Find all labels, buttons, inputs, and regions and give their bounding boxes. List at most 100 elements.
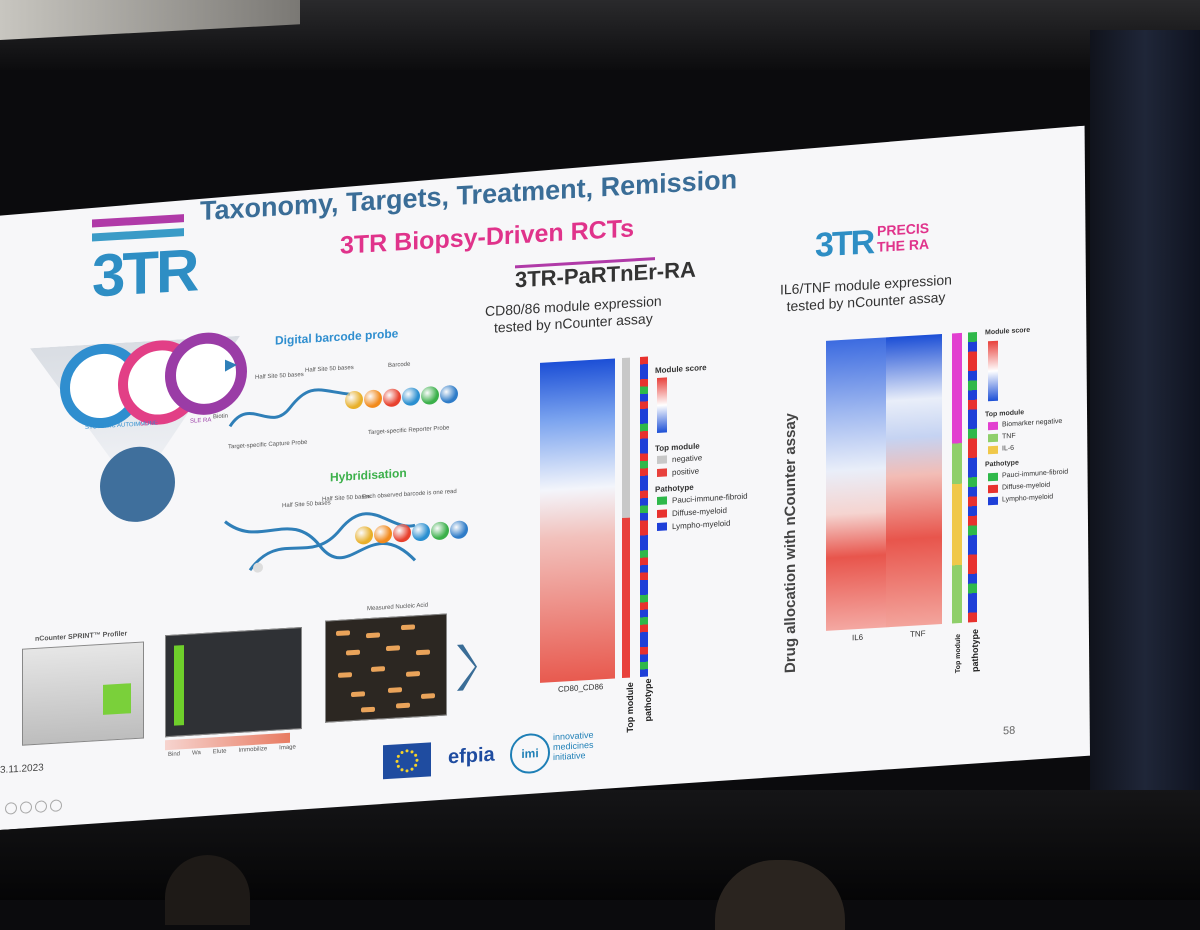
toolbar-button-icon[interactable] (20, 801, 32, 814)
profiler-label: nCounter SPRINT™ Profiler (35, 630, 128, 643)
nucleic-segment (366, 632, 380, 638)
nucleic-segment (386, 645, 400, 651)
precis-pathotype-bar (968, 332, 977, 623)
legend-heading: Module score (655, 363, 707, 376)
nucleic-acid-label: Measured Nucleic Acid (367, 602, 429, 613)
legend-heading: Module score (985, 326, 1031, 337)
legend-swatch (657, 522, 667, 531)
tnf-heatmap-column (886, 334, 942, 627)
legend-item: Diffuse-myeloid (672, 505, 727, 519)
heatmap-x-label: CD80_CD86 (558, 682, 604, 694)
stage-curtain (1090, 30, 1200, 830)
nucleic-acid-image (325, 613, 447, 722)
cartridge-image (165, 627, 302, 737)
nucleic-segment (421, 693, 435, 699)
half-site-label: Half Site 50 bases (305, 364, 354, 374)
partner-heatmap (540, 358, 615, 682)
legend-heading: Top module (655, 441, 700, 454)
column-label: Top module (625, 681, 635, 733)
flow-step: Elute (212, 748, 227, 756)
legend-swatch (657, 496, 667, 505)
precis-logo-side: PRECIS THE RA (877, 220, 929, 255)
barcode-label: Barcode (388, 361, 411, 369)
pathotype-bar (640, 357, 648, 677)
chevron-right-icon (455, 642, 477, 693)
digital-barcode-heading: Digital barcode probe (275, 326, 399, 348)
page-number: 58 (1003, 724, 1016, 738)
legend-swatch (657, 468, 667, 477)
barcode-bead (402, 387, 420, 406)
toolbar-button-icon[interactable] (35, 800, 47, 813)
flow-step: Wa (192, 750, 201, 757)
barcode-bead (374, 525, 392, 544)
legend-item: Biomarker negative (1002, 417, 1063, 429)
half-site-label: Half Site 50 bases (255, 371, 304, 381)
nucleic-segment (336, 630, 350, 636)
top-module-positive-bar (622, 518, 630, 678)
barcode-bead (440, 385, 458, 404)
legend-heading: Pathotype (985, 459, 1019, 469)
nucleic-segment (388, 687, 402, 693)
hybridisation-strands (220, 500, 420, 582)
eu-stars-icon (383, 742, 431, 779)
nucleic-segment (338, 672, 352, 678)
legend-swatch (988, 485, 998, 494)
ring-label: SLE RA (190, 417, 212, 425)
toolbar-button-icon[interactable] (5, 802, 17, 815)
barcode-bead (345, 390, 363, 409)
legend-item: Diffuse-myeloid (1002, 481, 1051, 492)
legend-swatch (988, 446, 998, 455)
slide-title: Taxonomy, Targets, Treatment, Remission (200, 164, 738, 227)
arrow-right-icon (225, 359, 237, 372)
precis-top-module-bar (952, 333, 962, 624)
column-label: pathotype (643, 678, 653, 722)
precis-heatmap-title: IL6/TNF module expression tested by nCou… (780, 271, 952, 315)
slide-subtitle: 3TR Biopsy-Driven RCTs (340, 214, 635, 260)
hybridisation-heading: Hybridisation (330, 465, 407, 485)
legend-heading: Pathotype (655, 482, 694, 495)
nucleic-segment (416, 649, 430, 655)
flow-step: Bind (168, 751, 181, 759)
barcode-bead (421, 386, 439, 405)
slide-date: 3.11.2023 (0, 762, 44, 776)
legend-swatch (988, 434, 998, 443)
nucleic-segment (371, 666, 385, 672)
nucleic-segment (351, 691, 365, 697)
toolbar-button-icon[interactable] (50, 799, 62, 812)
logo-text: 3TR (92, 236, 197, 310)
instrument-screen (103, 683, 131, 715)
heatmap-x-label: IL6 (852, 632, 864, 643)
top-module-negative-bar (622, 358, 630, 518)
nucleic-segment (346, 650, 360, 656)
barcode-bead (412, 522, 430, 541)
legend-swatch (988, 497, 998, 506)
barcode-bead (383, 388, 401, 407)
precis-y-axis-label: Drug allocation with nCounter assay (782, 412, 799, 674)
column-label: Top module (955, 633, 962, 674)
partner-heatmap-title: CD80/86 module expression tested by nCou… (485, 293, 662, 337)
barcode-bead (450, 520, 468, 539)
logo-bar (92, 214, 184, 227)
logo-line: THE RA (877, 235, 930, 255)
precis-logo-text: 3TR (815, 223, 874, 265)
ceiling (0, 0, 1200, 70)
legend-item: positive (672, 466, 700, 478)
reporter-probe-label: Target-specific Reporter Probe (368, 425, 450, 437)
ceiling-light (0, 0, 300, 41)
imi-logo: imi (510, 732, 550, 774)
flow-step: Immobilize (238, 746, 268, 754)
barcode-bead (393, 524, 411, 543)
legend-swatch (657, 509, 667, 518)
legend-item: TNF (1002, 432, 1016, 441)
legend-item: Lympho-myeloid (672, 518, 731, 532)
barcode-bead (431, 521, 449, 540)
module-score-scale (988, 341, 998, 402)
presentation-toolbar[interactable] (5, 799, 62, 814)
legend-heading: Top module (985, 409, 1025, 419)
flow-step: Image (279, 744, 296, 752)
barcode-bead (364, 389, 382, 408)
ring-label: CD UC (140, 420, 159, 428)
3tr-logo: 3TR (92, 214, 192, 320)
precis-logo: 3TR PRECIS THE RA (815, 223, 873, 265)
projected-slide: Taxonomy, Targets, Treatment, Remission … (0, 125, 1090, 830)
